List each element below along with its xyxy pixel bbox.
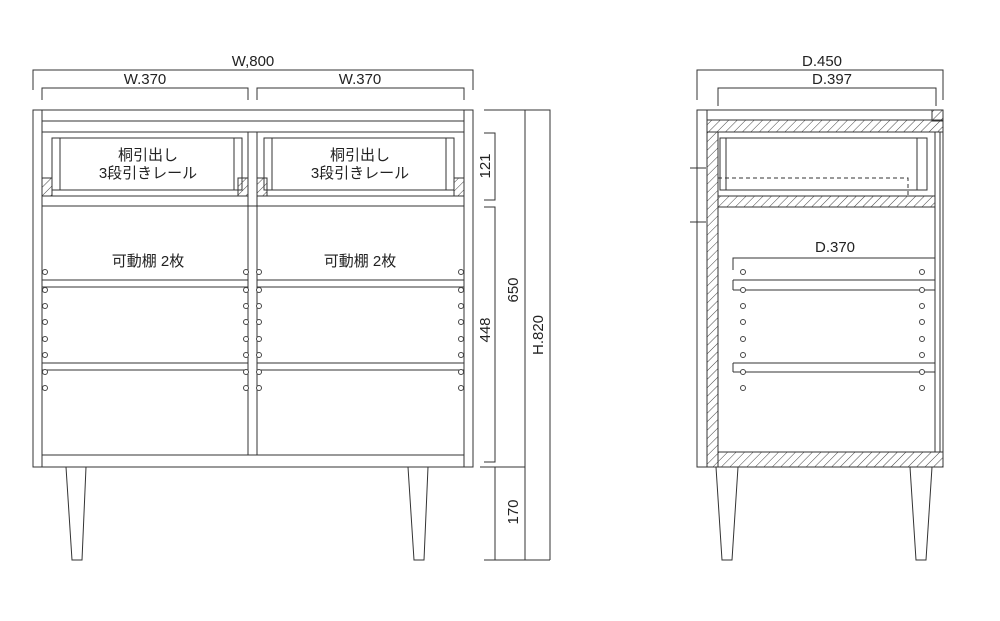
dim-total-depth: D.450 xyxy=(802,53,842,70)
dim-total-width: W,800 xyxy=(232,53,275,70)
shelf-pin-hole xyxy=(458,352,464,358)
leg-right xyxy=(407,466,429,561)
shelf-pin-hole xyxy=(42,269,48,275)
shelf-pin-hole xyxy=(42,336,48,342)
shelf-pin-hole xyxy=(256,287,262,293)
shelf-pin-hole xyxy=(243,352,249,358)
side-leg-back xyxy=(909,466,933,561)
drawer-label-right-1: 桐引出し xyxy=(330,147,390,164)
shelf-pin-hole xyxy=(256,352,262,358)
shelf-pin-hole xyxy=(458,269,464,275)
drawer-label-right-2: 3段引きレール xyxy=(311,165,409,182)
shelf-pin-hole xyxy=(740,352,746,358)
shelf-pin-hole xyxy=(458,336,464,342)
shelf-pin-hole xyxy=(740,303,746,309)
shelf-pin-hole xyxy=(42,385,48,391)
shelf-pin-hole xyxy=(256,303,262,309)
leg-left xyxy=(65,466,87,561)
drawer-handles xyxy=(690,167,706,223)
shelf-label-right: 可動棚 2枚 xyxy=(324,253,397,270)
dim-inner-depth: D.397 xyxy=(812,71,852,88)
shelf-pin-hole xyxy=(256,385,262,391)
shelf-pin-hole xyxy=(256,319,262,325)
shelf-pin-holes xyxy=(42,269,464,391)
shelf-pin-hole xyxy=(243,269,249,275)
drawer-label-left-1: 桐引出し xyxy=(118,147,178,164)
shelf-pin-hole xyxy=(458,385,464,391)
shelf-pin-hole xyxy=(458,303,464,309)
side-leg-front xyxy=(715,466,739,561)
dim-right-width: W.370 xyxy=(339,71,382,88)
shelf-pin-hole xyxy=(919,319,925,325)
shelf-pin-hole xyxy=(919,385,925,391)
shelf-pin-hole xyxy=(256,369,262,375)
dim-left-width: W.370 xyxy=(124,71,167,88)
shelf-pin-hole xyxy=(919,303,925,309)
shelf-pin-hole xyxy=(42,303,48,309)
dim-shelf-area: 448 xyxy=(477,317,494,342)
shelf-pin-hole xyxy=(919,352,925,358)
shelf-pin-hole xyxy=(740,369,746,375)
shelf-pin-hole xyxy=(243,385,249,391)
shelf-pin-hole xyxy=(740,287,746,293)
shelf-pin-hole xyxy=(42,369,48,375)
shelf-pin-hole xyxy=(458,287,464,293)
shelf-pin-hole xyxy=(919,336,925,342)
dim-body: 650 xyxy=(505,277,522,302)
shelf-pin-hole xyxy=(243,303,249,309)
shelf-pin-hole xyxy=(243,319,249,325)
dim-drawer: 121 xyxy=(477,153,494,178)
shelf-pin-hole xyxy=(458,369,464,375)
shelf-pin-hole xyxy=(256,269,262,275)
front-view: W,800 W.370 W.370 桐引出し 3段引きレール 桐引出し 3段引き… xyxy=(32,53,551,561)
shelf-pin-hole xyxy=(919,369,925,375)
dim-shelf-depth: D.370 xyxy=(815,239,855,256)
dim-leg: 170 xyxy=(505,499,522,524)
shelf-pin-hole xyxy=(740,336,746,342)
shelf-pin-hole xyxy=(740,319,746,325)
shelf-pin-hole xyxy=(919,269,925,275)
shelf-pin-hole xyxy=(243,287,249,293)
shelf-pin-hole xyxy=(458,319,464,325)
shelf-pin-hole xyxy=(42,319,48,325)
shelf-pin-hole xyxy=(243,336,249,342)
shelf-pin-hole xyxy=(919,287,925,293)
dim-total-height: H.820 xyxy=(530,315,547,355)
shelf-pin-hole xyxy=(42,352,48,358)
shelf-pin-hole xyxy=(740,269,746,275)
shelf-pin-hole xyxy=(42,287,48,293)
shelf-pin-hole xyxy=(256,336,262,342)
side-view: D.450 D.397 D.370 xyxy=(690,53,944,561)
drawer-label-left-2: 3段引きレール xyxy=(99,165,197,182)
shelf-pin-hole xyxy=(740,385,746,391)
shelf-label-left: 可動棚 2枚 xyxy=(112,253,185,270)
shelf-pin-hole xyxy=(243,369,249,375)
